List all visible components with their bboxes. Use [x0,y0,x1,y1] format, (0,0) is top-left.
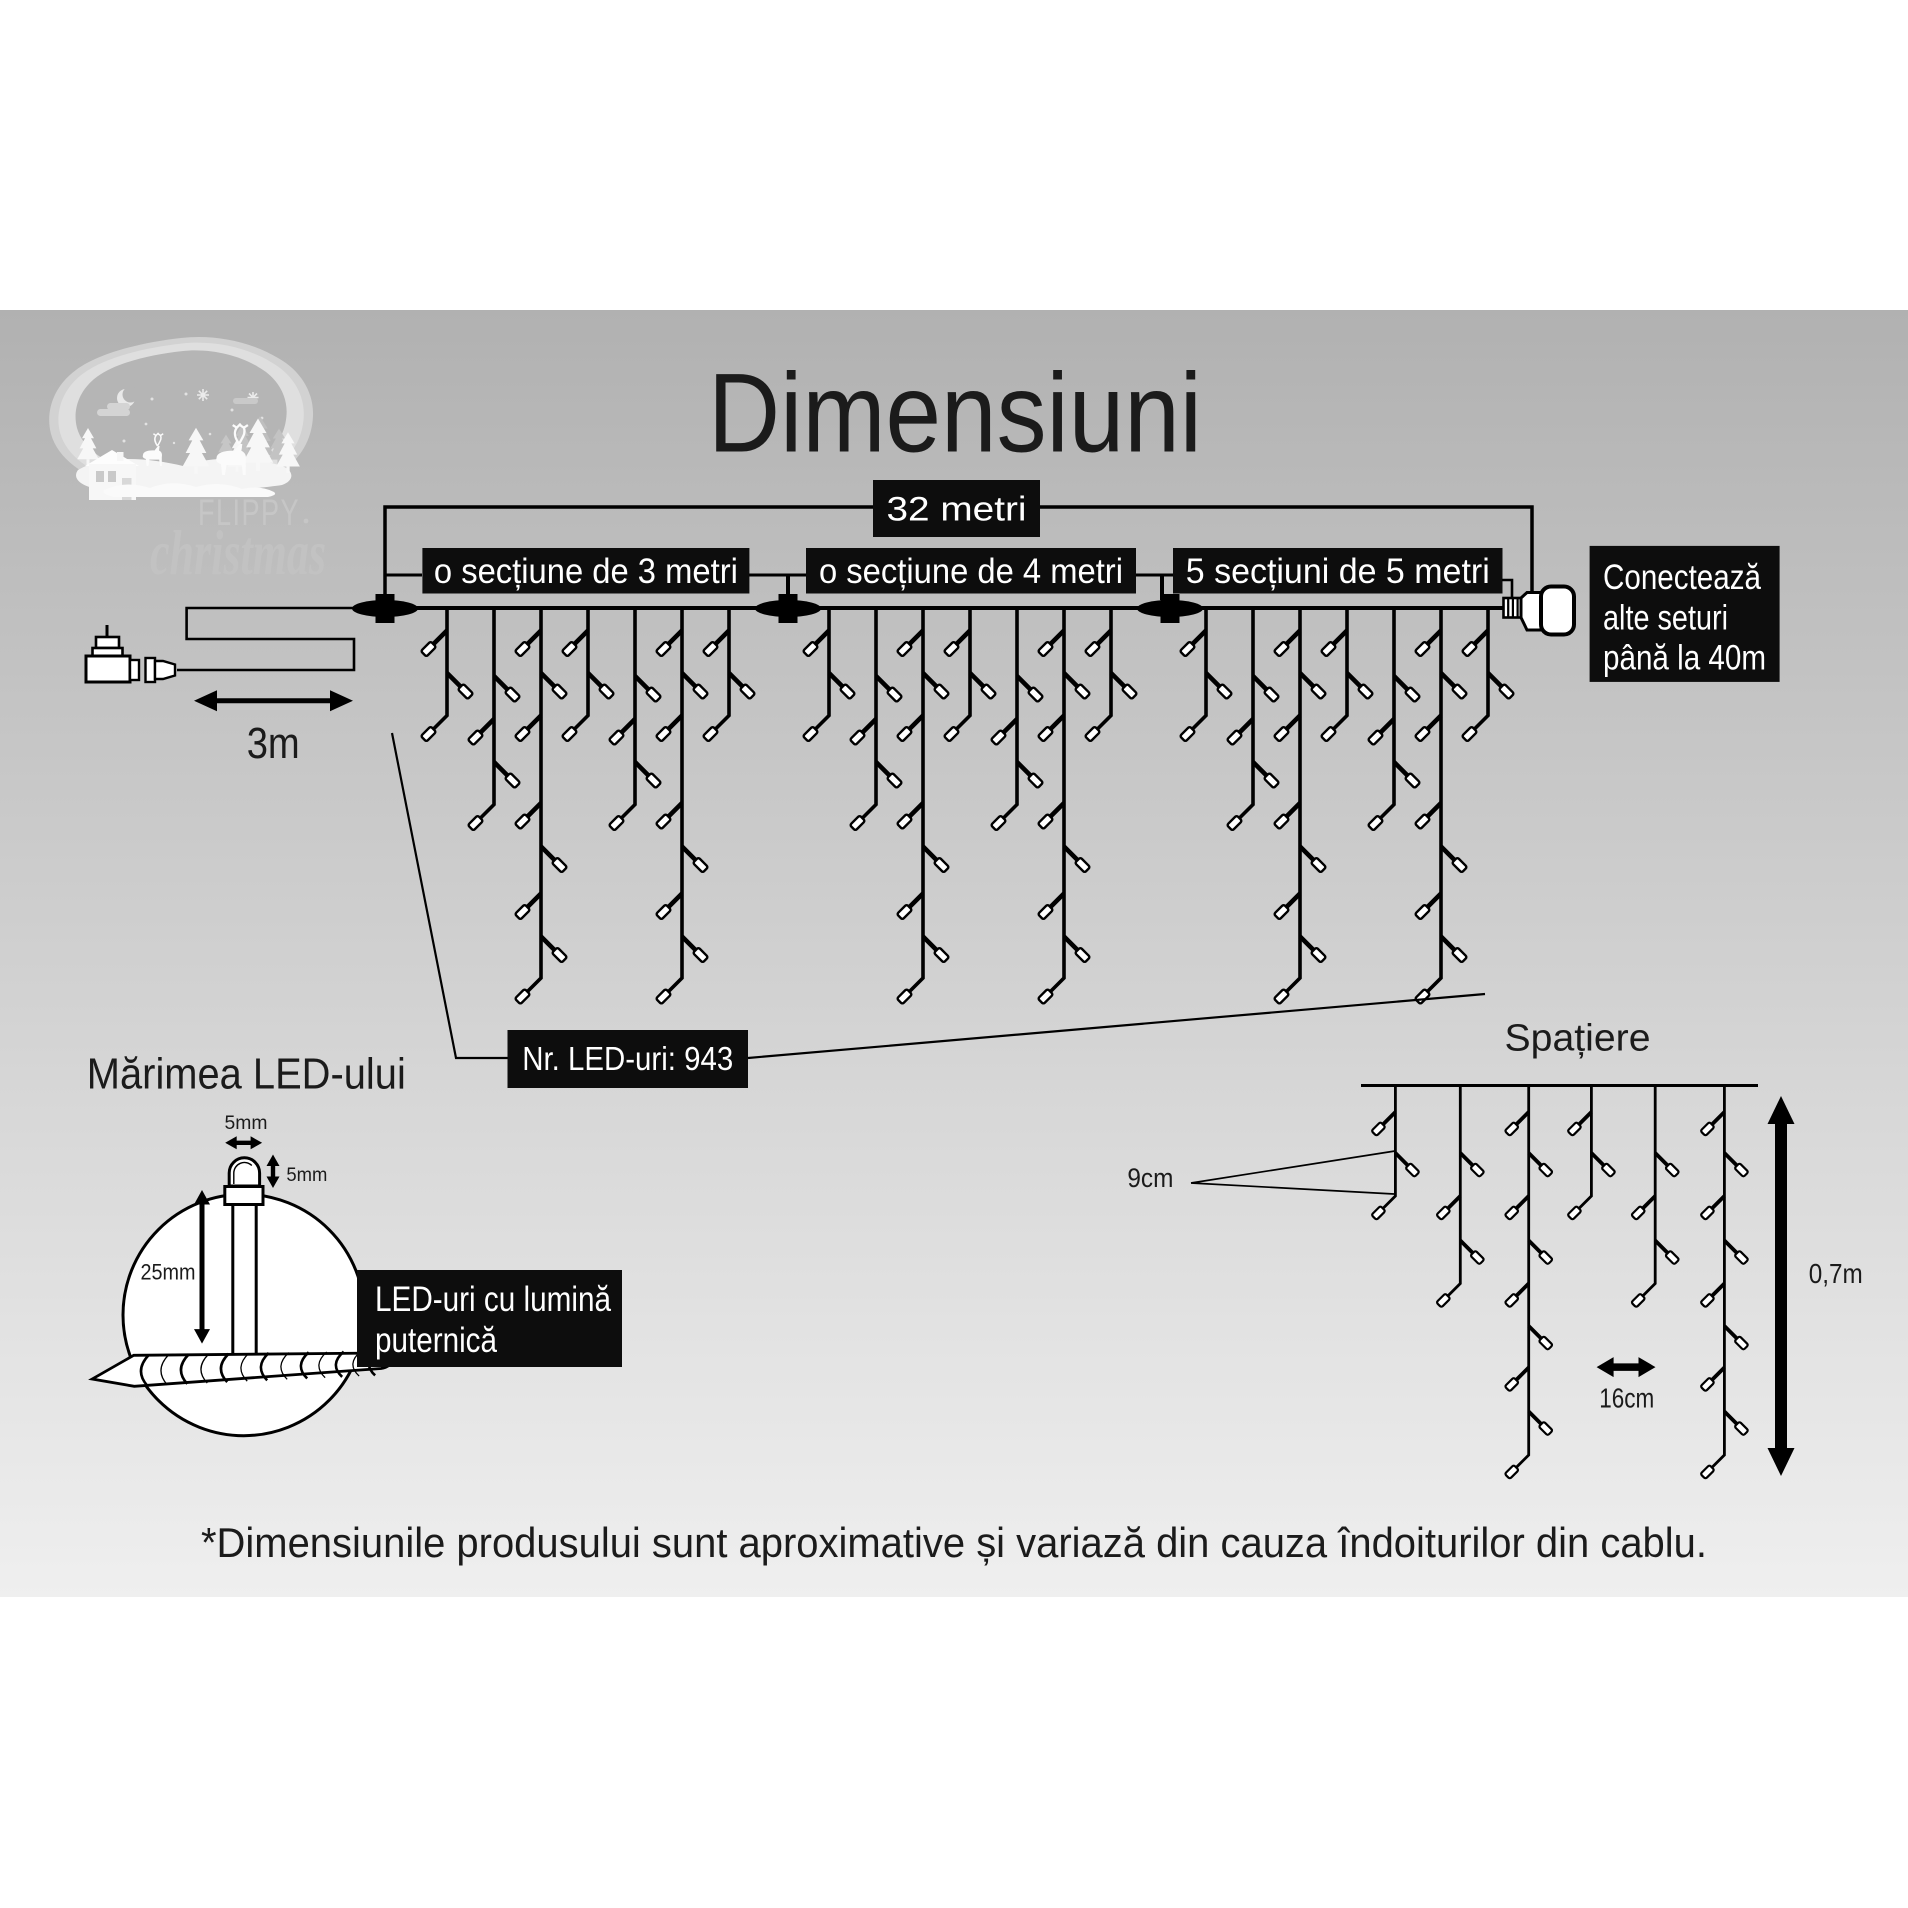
svg-text:o secțiune de 3 metri: o secțiune de 3 metri [434,552,738,591]
svg-text:Nr. LED-uri: 943: Nr. LED-uri: 943 [522,1040,733,1077]
svg-text:o secțiune de 4 metri: o secțiune de 4 metri [819,552,1123,591]
svg-text:puternică: puternică [375,1321,497,1360]
svg-text:5mm: 5mm [286,1164,327,1186]
svg-text:*Dimensiunile produsului sunt: *Dimensiunile produsului sunt aproximati… [201,1519,1707,1566]
svg-text:5 secțiuni de 5 metri: 5 secțiuni de 5 metri [1186,552,1490,591]
svg-text:0,7m: 0,7m [1809,1258,1863,1289]
svg-text:32 metri: 32 metri [887,491,1027,529]
svg-text:Dimensiuni: Dimensiuni [708,351,1202,476]
svg-text:christmas: christmas [150,517,326,588]
svg-text:9cm: 9cm [1127,1163,1173,1193]
svg-text:Spațiere: Spațiere [1505,1017,1651,1059]
svg-text:5mm: 5mm [225,1112,268,1134]
svg-text:Conectează: Conectează [1603,558,1761,597]
svg-text:3m: 3m [247,719,300,768]
svg-text:Mărimea LED-ului: Mărimea LED-ului [87,1050,406,1099]
svg-text:FLIPPY: FLIPPY [198,492,300,533]
svg-text:până la 40m: până la 40m [1603,639,1766,678]
svg-text:LED-uri cu lumină: LED-uri cu lumină [375,1280,611,1319]
svg-text:16cm: 16cm [1599,1382,1654,1413]
svg-text:alte seturi: alte seturi [1603,598,1728,637]
svg-text:25mm: 25mm [141,1259,196,1284]
